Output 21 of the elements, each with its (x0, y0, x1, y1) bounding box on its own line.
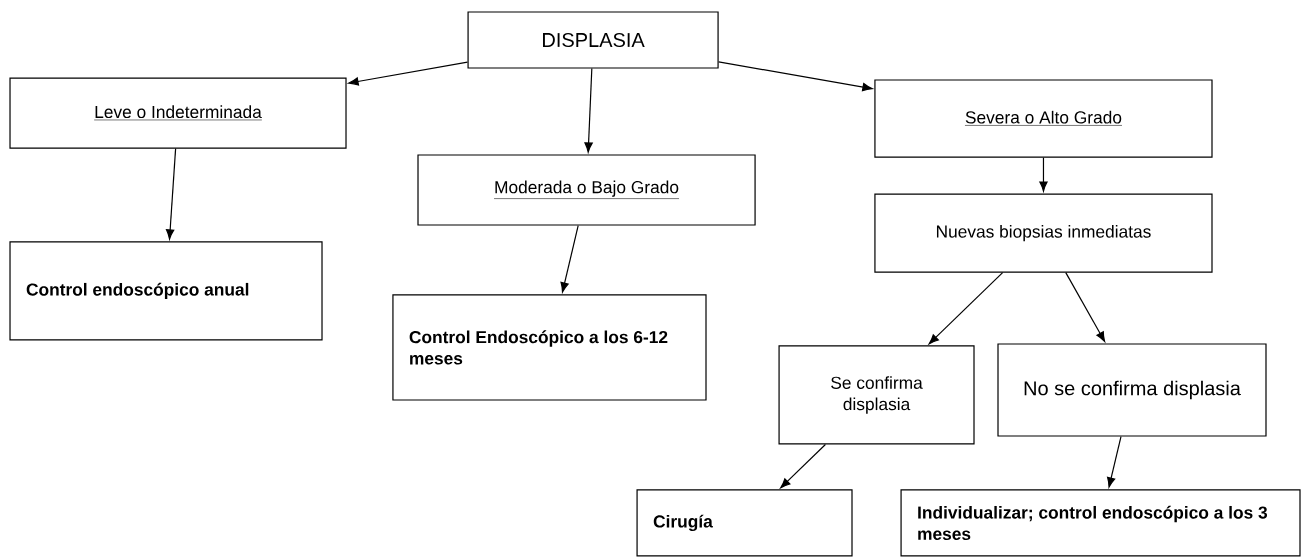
arrow (1065, 272, 1106, 342)
arrow (718, 61, 873, 92)
category-box: Leve o Indeterminada (9, 77, 347, 149)
outcome-box: Individualizar; control endoscópico a los 3 meses (900, 489, 1301, 557)
arrow (780, 443, 826, 489)
arrow (348, 61, 469, 86)
arrow (165, 148, 177, 240)
arrow (1039, 157, 1048, 192)
arrow (1107, 436, 1122, 488)
arrow (928, 272, 1004, 345)
category-box: Severa o Alto Grado (874, 79, 1213, 158)
arrow (584, 68, 593, 153)
outcome-box: Control endoscópico anual (9, 241, 323, 341)
outcome-box: Cirugía (636, 489, 853, 557)
category-box: Moderada o Bajo Grado (417, 154, 756, 226)
arrow (560, 225, 579, 293)
outcome-box: Control Endoscópico a los 6-12 meses (392, 294, 707, 401)
process-box: DISPLASIA (467, 11, 719, 69)
process-box: Se confirma displasia (778, 345, 975, 445)
process-box: Nuevas biopsias inmediatas (874, 193, 1213, 273)
process-box: No se confirma displasia (997, 343, 1267, 437)
